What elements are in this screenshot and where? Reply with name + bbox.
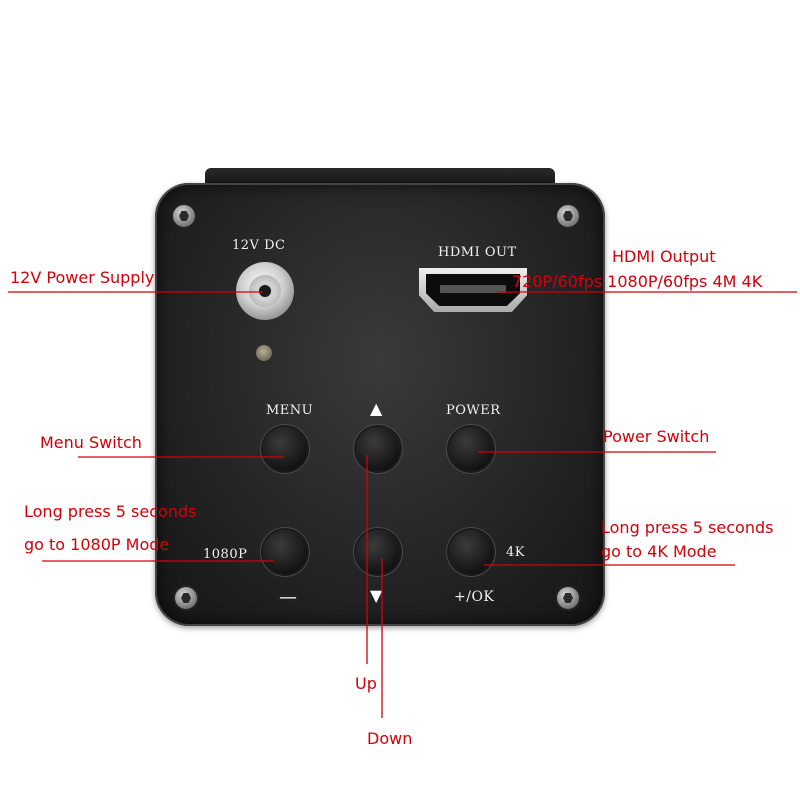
- status-led: [256, 345, 272, 361]
- up-arrow-icon: ▲: [370, 399, 383, 418]
- minus-1080p-button[interactable]: [263, 530, 307, 574]
- hdmi-out-label: HDMI OUT: [438, 245, 517, 260]
- callout-menu-switch: Menu Switch: [40, 433, 142, 452]
- screw-bottom-right: [557, 587, 579, 609]
- power-label: POWER: [446, 403, 501, 418]
- callout-power-switch: Power Switch: [603, 427, 710, 446]
- screw-top-right: [557, 205, 579, 227]
- callout-down: Down: [367, 729, 413, 748]
- callout-1080p-line1: Long press 5 seconds: [24, 502, 197, 521]
- power-button[interactable]: [449, 427, 493, 471]
- minus-label: —: [279, 587, 297, 608]
- plus-ok-4k-button[interactable]: [449, 530, 493, 574]
- callout-up: Up: [355, 674, 377, 693]
- callout-4k-line2: go to 4K Mode: [601, 542, 717, 561]
- callout-1080p-line2: go to 1080P Mode: [24, 535, 170, 554]
- dc-jack-pin: [259, 285, 271, 297]
- hdmi-port-contacts: [440, 285, 506, 293]
- screw-top-left: [173, 205, 195, 227]
- callout-hdmi-output: HDMI Output: [612, 247, 716, 266]
- screw-bottom-left: [175, 587, 197, 609]
- res-4k-label: 4K: [506, 545, 525, 560]
- dc-in-label: 12V DC: [232, 238, 286, 253]
- up-button[interactable]: [356, 427, 400, 471]
- callout-4k-line1: Long press 5 seconds: [601, 518, 774, 537]
- menu-button[interactable]: [263, 427, 307, 471]
- down-arrow-icon: ▼: [370, 586, 383, 605]
- callout-power-supply: 12V Power Supply: [10, 268, 155, 287]
- down-button[interactable]: [356, 530, 400, 574]
- menu-label: MENU: [266, 403, 314, 418]
- plus-ok-label: +/OK: [454, 589, 495, 605]
- callout-hdmi-modes: 720P/60fps 1080P/60fps 4M 4K: [512, 272, 763, 291]
- res-1080p-label: 1080P: [203, 547, 248, 562]
